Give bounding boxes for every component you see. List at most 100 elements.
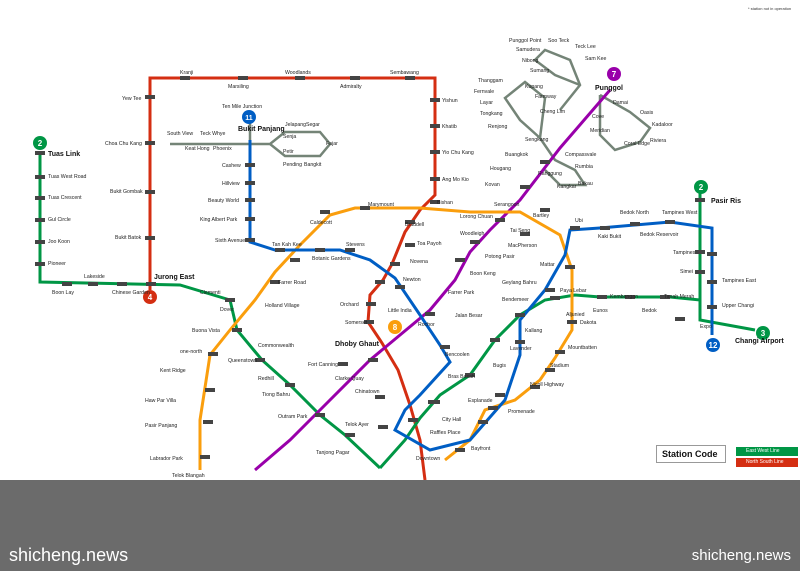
station-hougang: Hougang [490, 166, 511, 172]
station-south-view: South View [167, 131, 193, 137]
station-marsiling: Marsiling [228, 84, 249, 90]
watermark-right: shicheng.news [691, 547, 791, 564]
station-fort-canning: Fort Canning [308, 362, 338, 368]
station-outram-park: Outram Park [278, 414, 308, 420]
station-labrador-park: Labrador Park [150, 456, 183, 462]
station-bishan: Bishan [437, 200, 453, 206]
station-petir: Petir [283, 149, 294, 155]
line-badge-ewb: 3 [756, 326, 770, 340]
station-yio-chu-kang: Yio Chu Kang [442, 150, 474, 156]
station-coral-edge: Coral Edge [624, 141, 650, 147]
station-toa-payoh: Toa Payoh [417, 241, 442, 247]
station-pioneer: Pioneer [48, 261, 66, 267]
station-compassvale: Compassvale [565, 152, 597, 158]
station-bangkit: Bangkit [304, 162, 322, 168]
station-pasir-panjang: Pasir Panjang [145, 423, 177, 429]
station-keat-hong: Keat Hong [185, 146, 210, 152]
station-tampines-east: Tampines East [722, 278, 757, 284]
punggol-lrt-west-loop [533, 48, 582, 111]
station-gul-circle: Gul Circle [48, 217, 71, 223]
station-marymount: Marymount [368, 202, 395, 208]
station-soo-teck: Soo Teck [548, 38, 570, 44]
line-badge-bp-label: 11 [245, 115, 253, 122]
station-labels: Tuas Link Tuas West Road Tuas Crescent G… [48, 38, 784, 479]
station-bendemeer: Bendemeer [502, 297, 529, 303]
line-badge-ne: 7 [607, 67, 621, 81]
station-sembawang: Sembawang [390, 70, 419, 76]
station-bencoolen: Bencoolen [445, 352, 470, 358]
station-senja: Senja [283, 134, 296, 140]
line-badge-ewb-label: 3 [761, 329, 766, 338]
station-clarke-quay: Clarke Quay [335, 376, 364, 382]
station-bras-basah: Bras Basah [448, 374, 475, 380]
station-expo: Expo [700, 324, 712, 330]
station-haw-par-villa: Haw Par Villa [145, 398, 176, 404]
station-kranji: Kranji [180, 70, 193, 76]
station-geylang-bahru: Geylang Bahru [502, 280, 537, 286]
station-bartley: Bartley [533, 213, 550, 219]
station-aljunied: Aljunied [566, 312, 585, 318]
station-tiong-bahru: Tiong Bahru [262, 392, 290, 398]
line-badge-ne-label: 7 [612, 70, 617, 79]
station-clementi: Clementi [200, 290, 220, 296]
station-hillview: Hillview [222, 181, 240, 187]
station-tanah-merah: Tanah Merah [664, 294, 694, 300]
station-woodlands: Woodlands [285, 70, 311, 76]
station-meridian: Meridian [590, 128, 610, 134]
station-pasir-ris: Pasir Ris [711, 198, 741, 205]
station-renjong: Renjong [488, 124, 507, 130]
station-kallang: Kallang [525, 328, 542, 334]
station-kovan: Kovan [485, 182, 500, 188]
station-jurong-east: Jurong East [154, 274, 195, 281]
station-stevens: Stevens [346, 242, 365, 248]
station-markers [35, 76, 717, 459]
station-damai: Damai [613, 100, 628, 106]
line-badge-bp: 11 [242, 110, 256, 124]
footer-overlay [0, 480, 800, 571]
station-bakau: Bakau [578, 181, 593, 187]
legend-north-south: North South Line [736, 458, 798, 467]
station-pending: Pending [283, 162, 302, 168]
station-buona-vista: Buona Vista [192, 328, 220, 334]
circle-line [198, 206, 574, 470]
station-botanic-gardens: Botanic Gardens [312, 256, 351, 262]
station-cashew: Cashew [222, 163, 241, 169]
station-tongkang: Tongkang [480, 111, 503, 117]
station-rumbia: Rumbia [575, 164, 593, 170]
line-badge-dt-label: 12 [709, 341, 718, 350]
station-boon-keng: Boon Keng [470, 271, 496, 277]
line-badge-ns: 4 [143, 290, 157, 304]
station-potong-pasir: Potong Pasir [485, 254, 515, 260]
station-redhill: Redhill [258, 376, 274, 382]
station-kupang: Kupang [525, 84, 543, 90]
station-thanggam: Thanggam [478, 78, 503, 84]
station-kaki-bukit: Kaki Bukit [598, 234, 622, 240]
watermark-left: shicheng.news [9, 545, 129, 565]
station-promenade: Promenade [508, 409, 535, 415]
station-admiralty: Admiralty [340, 84, 362, 90]
line-badge-cc: 8 [388, 320, 402, 334]
station-dhoby-ghaut: Dhoby Ghaut [335, 341, 380, 348]
station-macpherson: MacPherson [508, 243, 537, 249]
station-bukit-gombak: Bukit Gombak [110, 189, 143, 195]
station-chinese-garden: Chinese Garden [112, 290, 150, 296]
station-fernvale: Fernvale [474, 89, 494, 95]
station-city-hall: City Hall [442, 417, 461, 423]
station-farrer-road: Farrer Road [278, 280, 306, 286]
station-bedok-reservoir: Bedok Reservoir [640, 232, 679, 238]
station-mattar: Mattar [540, 262, 555, 268]
station-tuas-west-road: Tuas West Road [48, 174, 86, 180]
station-downtown: Downtown [416, 456, 440, 462]
station-farmway: Farmway [535, 94, 557, 100]
station-woodleigh: Woodleigh [460, 231, 485, 237]
mrt-network-map: * station not in operation 2 4 11 7 8 2 [33, 6, 791, 480]
station-telok-ayer: Telok Ayer [345, 422, 369, 428]
station-ubi: Ubi [575, 218, 583, 224]
station-braddell: Braddell [405, 222, 424, 228]
station-sam-kee: Sam Kee [585, 56, 606, 62]
lrt-lines [170, 48, 652, 187]
station-tampines: Tampines [673, 250, 696, 256]
station-queenstown: Queenstown [228, 358, 257, 364]
station-yew-tee: Yew Tee [122, 96, 141, 102]
station-choa-chu-kang: Choa Chu Kang [105, 141, 142, 147]
